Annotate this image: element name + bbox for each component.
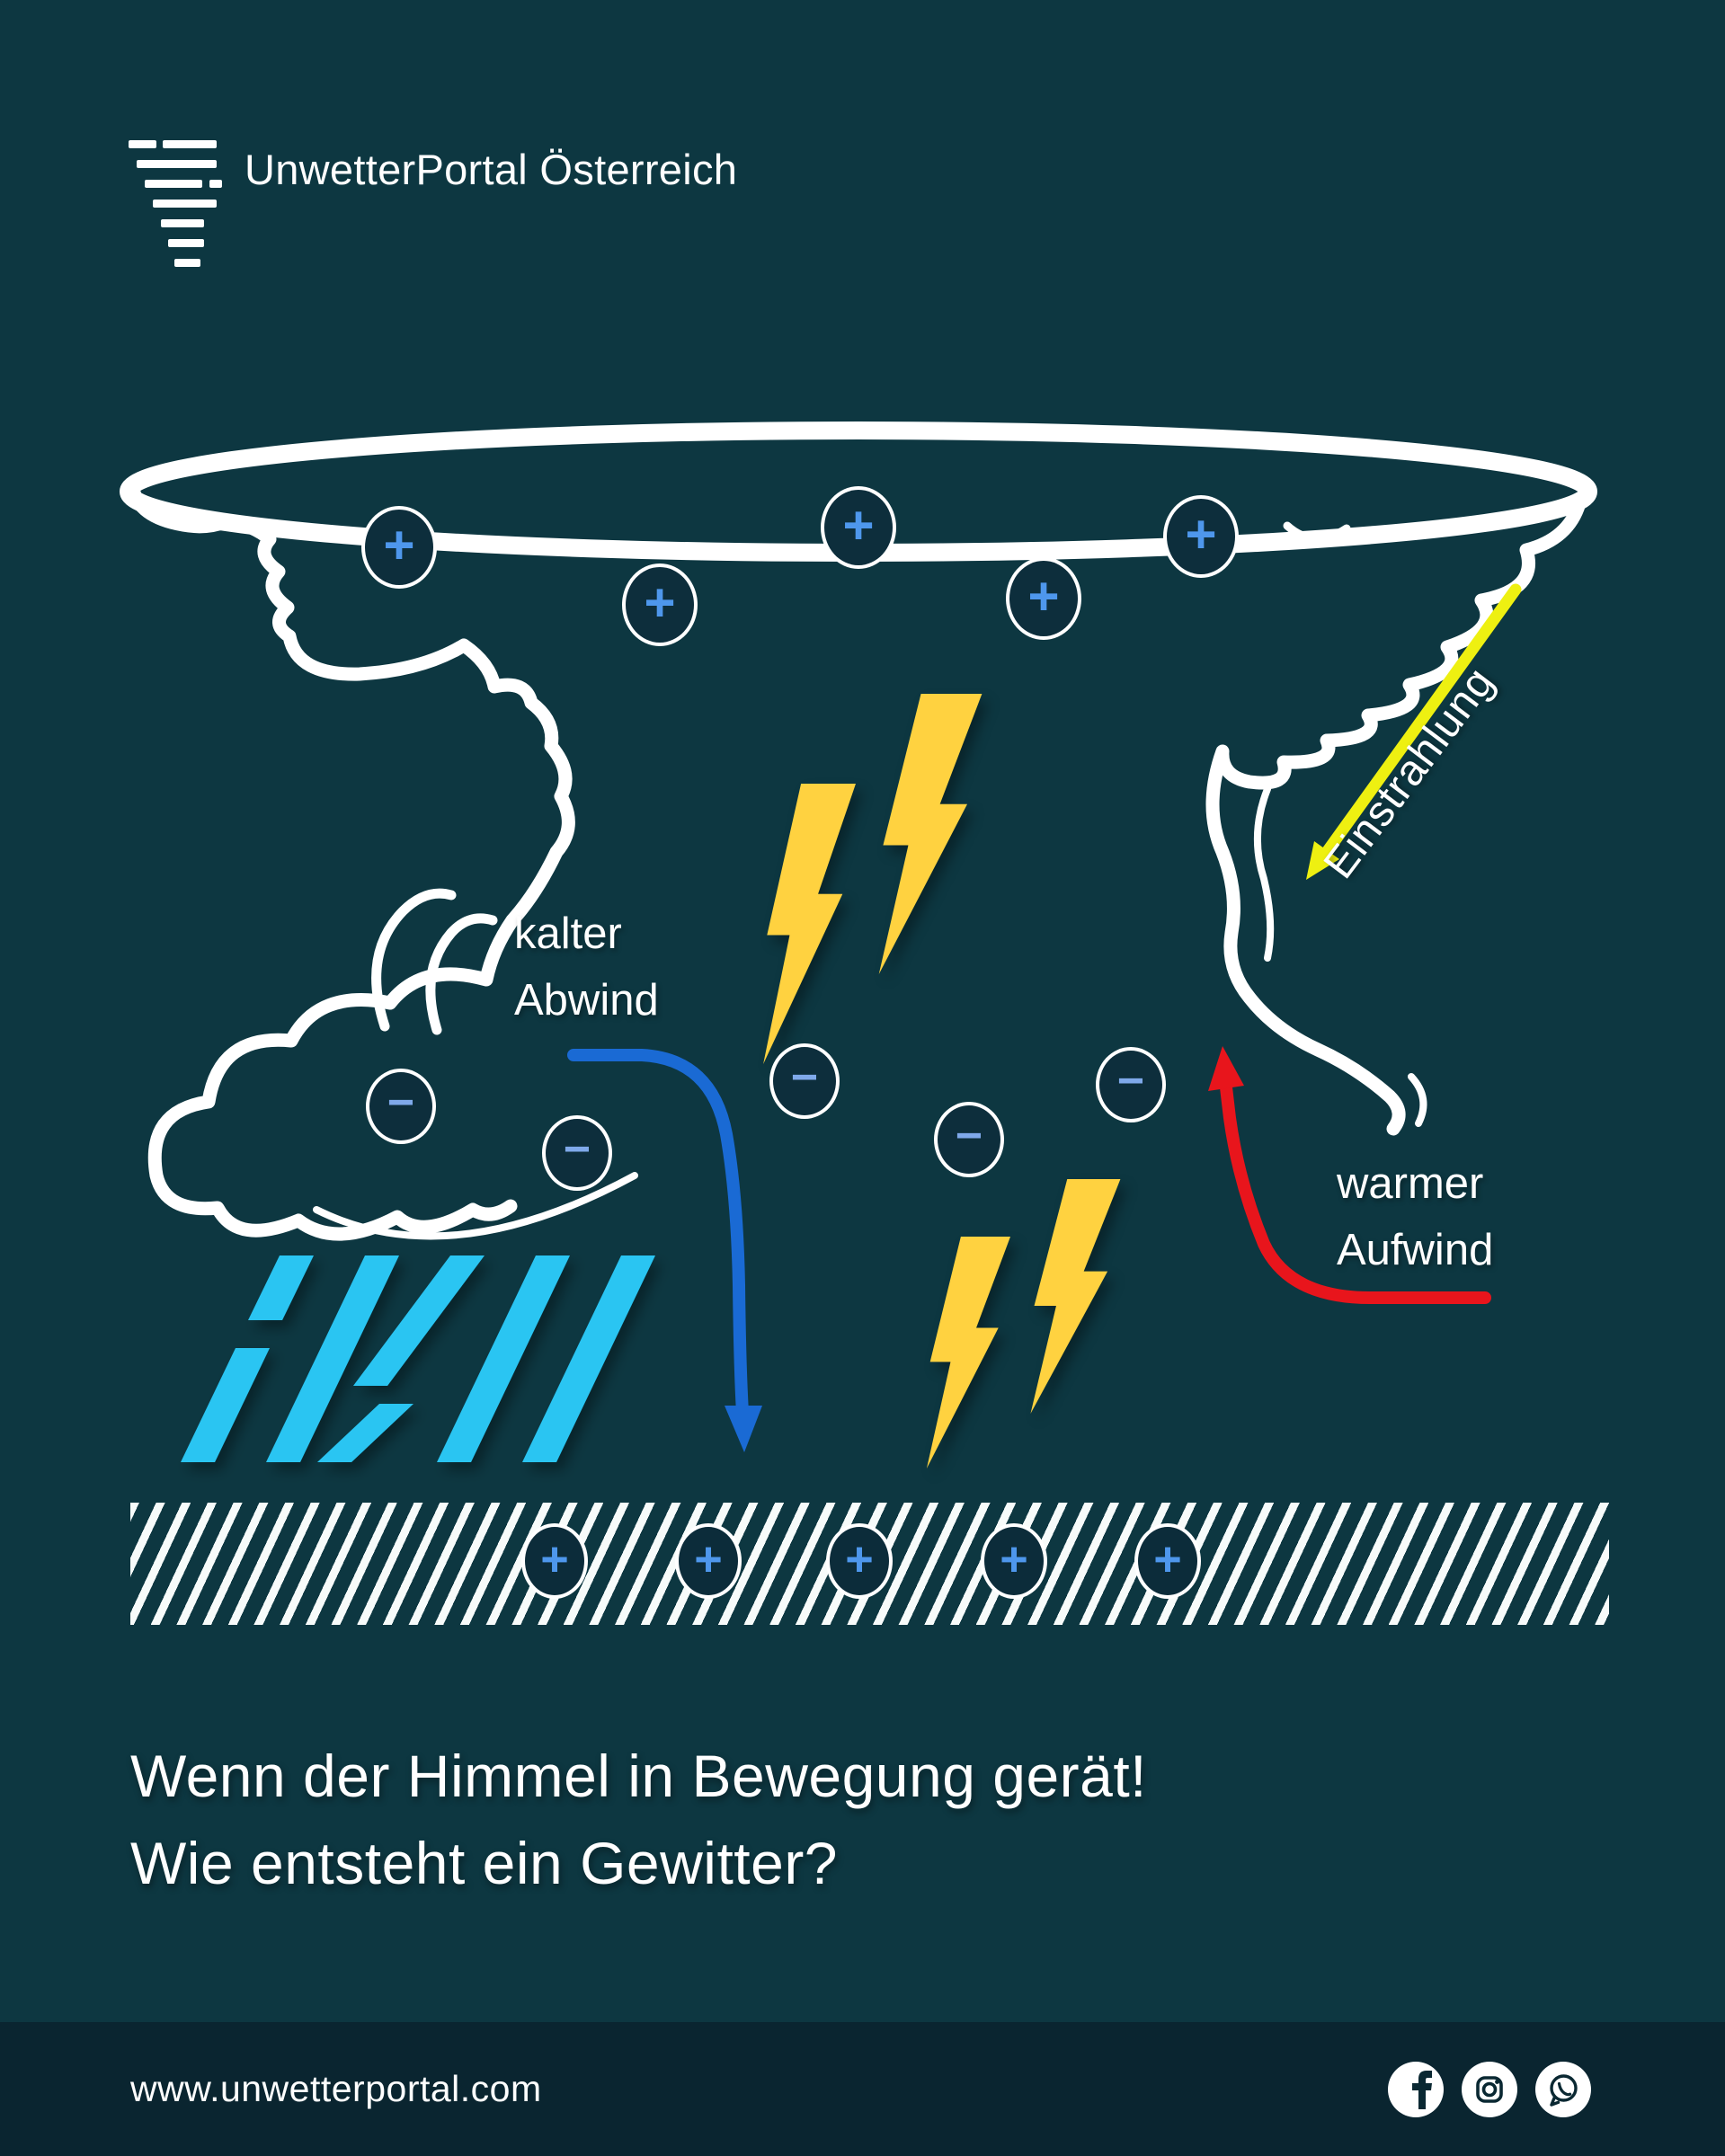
plus-glyph: + bbox=[1185, 503, 1217, 564]
plus-glyph: + bbox=[694, 1532, 723, 1586]
minus-glyph: − bbox=[955, 1110, 983, 1162]
lightning-bolt-lower-right bbox=[1030, 1179, 1121, 1414]
warm-updraft-label-line1: warmer bbox=[1337, 1159, 1484, 1208]
cloud-right-edge bbox=[1205, 496, 1587, 1136]
cloud-echo-anvil-right bbox=[1283, 521, 1351, 543]
cloud-minus-charge: − bbox=[1096, 1047, 1166, 1122]
ground-plus-charge: + bbox=[981, 1523, 1047, 1599]
minus-glyph: − bbox=[387, 1077, 415, 1129]
cloud-plus-charge: + bbox=[361, 506, 437, 589]
page-title-line2: Wie entsteht ein Gewitter? bbox=[130, 1830, 839, 1896]
cloud-echo-curl-outer bbox=[371, 888, 457, 1032]
plus-glyph: + bbox=[644, 572, 676, 633]
cold-downdraft-label: kalter Abwind bbox=[514, 901, 659, 1034]
warm-updraft-label: warmer Aufwind bbox=[1337, 1150, 1493, 1283]
ground-plus-charge: + bbox=[675, 1523, 742, 1599]
minus-glyph: − bbox=[1116, 1055, 1145, 1107]
cloud-base-arc bbox=[313, 1172, 638, 1240]
instagram-icon[interactable] bbox=[1462, 2061, 1517, 2117]
cloud-minus-charge: − bbox=[542, 1115, 612, 1191]
plus-glyph: + bbox=[845, 1532, 874, 1586]
plus-glyph: + bbox=[383, 514, 415, 575]
tornado-icon bbox=[129, 140, 222, 267]
cold-downdraft-label-line1: kalter bbox=[514, 909, 622, 958]
cloud-plus-charge: + bbox=[1006, 557, 1081, 640]
cloud-left-edge bbox=[127, 485, 575, 1241]
social-icons bbox=[1388, 2061, 1591, 2117]
minus-glyph: − bbox=[563, 1123, 591, 1176]
footer-bar: www.unwetterportal.com bbox=[0, 2022, 1725, 2156]
cold-downdraft-label-line2: Abwind bbox=[514, 976, 659, 1025]
warm-updraft-label-line2: Aufwind bbox=[1337, 1226, 1494, 1274]
website-url: www.unwetterportal.com bbox=[130, 2068, 542, 2109]
plus-glyph: + bbox=[1153, 1532, 1182, 1586]
facebook-icon[interactable] bbox=[1388, 2061, 1444, 2117]
radiation-arrow bbox=[1306, 583, 1522, 880]
plus-glyph: + bbox=[1000, 1532, 1028, 1586]
minus-glyph: − bbox=[790, 1051, 819, 1104]
plus-glyph: + bbox=[540, 1532, 569, 1586]
cloud-echo-right bbox=[1253, 785, 1275, 962]
cloud-plus-charge: + bbox=[1163, 495, 1239, 578]
ground-plus-charge: + bbox=[1134, 1523, 1201, 1599]
plus-glyph: + bbox=[1027, 565, 1060, 626]
cold-downdraft-arrow bbox=[567, 1049, 762, 1452]
cloud-echo-tail bbox=[1408, 1073, 1427, 1127]
page-title-line1: Wenn der Himmel in Bewegung gerät! bbox=[130, 1743, 1148, 1809]
plus-glyph: + bbox=[842, 494, 875, 555]
cloud-echo-curl-inner bbox=[425, 913, 498, 1035]
ground-plus-charge: + bbox=[521, 1523, 588, 1599]
lightning-bolt-upper-left bbox=[763, 784, 856, 1064]
page-title: Wenn der Himmel in Bewegung gerät! Wie e… bbox=[130, 1733, 1147, 1907]
cloud-minus-charge: − bbox=[769, 1043, 840, 1119]
whatsapp-icon[interactable] bbox=[1535, 2061, 1591, 2117]
ground-plus-charge: + bbox=[826, 1523, 893, 1599]
cloud-plus-charge: + bbox=[622, 563, 698, 646]
storm-cloud-outline bbox=[120, 421, 1597, 1241]
lightning-bolt-lower-left bbox=[926, 1237, 1010, 1468]
cloud-minus-charge: − bbox=[934, 1102, 1004, 1177]
lightning-bolt-upper-right bbox=[878, 694, 983, 974]
cloud-plus-charge: + bbox=[821, 486, 896, 569]
cloud-minus-charge: − bbox=[366, 1069, 436, 1144]
lightning-bolts bbox=[763, 694, 1121, 1468]
brand-name-line1: UnwetterPortal bbox=[245, 146, 529, 193]
brand-name-line2: Österreich bbox=[539, 146, 738, 193]
brand-name: UnwetterPortal Österreich bbox=[245, 144, 737, 196]
rain-streaks bbox=[181, 1255, 655, 1462]
warm-updraft-arrow bbox=[1208, 1046, 1491, 1304]
